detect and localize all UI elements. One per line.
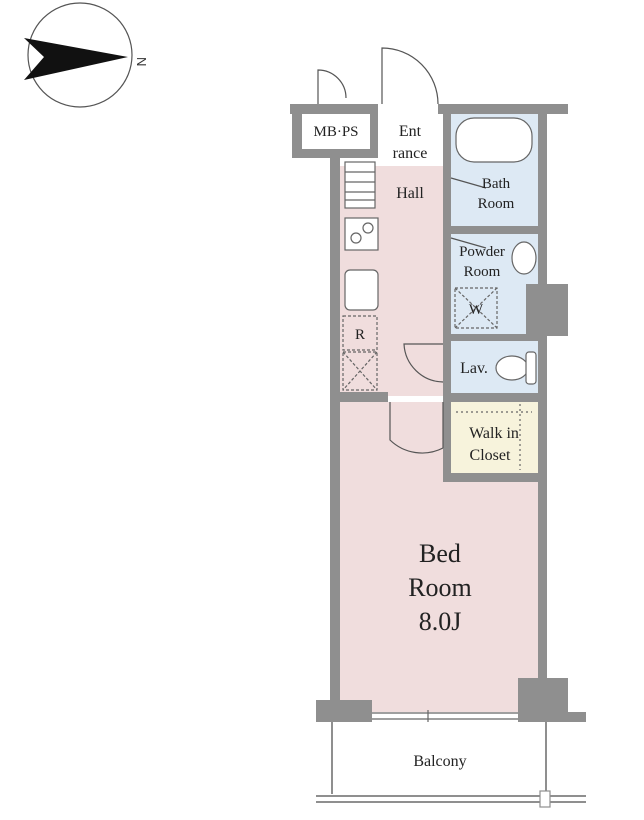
entrance-label-1: Ent	[399, 123, 422, 140]
wall-left	[330, 150, 340, 718]
entrance-door	[381, 47, 439, 105]
bath-door	[450, 177, 487, 189]
bathtub-icon	[455, 117, 533, 163]
lav-door	[403, 343, 444, 383]
wall-bath-bottom	[443, 226, 547, 234]
wall-lav-bottom	[443, 393, 547, 402]
wall-right	[538, 104, 547, 718]
storage-diag-2	[342, 351, 378, 391]
north-arrow-icon	[24, 38, 128, 80]
wall-mbps-right	[370, 104, 378, 158]
powder-label-2: Room	[464, 264, 501, 280]
column-bottom-right	[518, 678, 568, 722]
bed-room-size: 8.0J	[419, 607, 462, 636]
wall-mbps-left	[292, 104, 302, 154]
bedroom-door	[389, 402, 444, 454]
burner-2-icon	[362, 222, 374, 234]
doors	[317, 47, 487, 454]
room-labels: MB·PS Ent rance Hall Bath Room Powder Ro…	[313, 123, 518, 770]
mb-ps-label: MB·PS	[313, 124, 358, 140]
windows	[372, 710, 518, 722]
mbps-door	[317, 69, 347, 104]
fridge-icon	[342, 315, 378, 351]
lav-label: Lav.	[460, 360, 488, 377]
toilet-bowl-icon	[495, 355, 529, 381]
wall-bottom-right	[560, 712, 586, 722]
compass: N	[24, 2, 149, 108]
wall-wet-core	[443, 110, 451, 482]
sink-icon	[511, 241, 537, 275]
fixtures	[342, 117, 537, 470]
burner-1-icon	[350, 232, 362, 244]
mb-ps-floor	[302, 116, 370, 149]
bath-label-1: Bath	[482, 176, 511, 192]
wall-closet-bottom	[443, 473, 547, 482]
bath-label-2: Room	[478, 196, 515, 212]
walk-in-closet-label-2: Closet	[470, 447, 511, 464]
pipe-shaft	[526, 284, 568, 336]
column-bottom-left	[316, 700, 372, 722]
entrance-label-2: rance	[393, 145, 428, 162]
wall-powder-bottom	[443, 334, 547, 341]
powder-door	[450, 237, 487, 249]
storage-icon	[342, 351, 378, 391]
fridge-mark: R	[355, 327, 365, 343]
washer-pan-icon	[454, 287, 498, 329]
bed-room-label-2: Room	[408, 573, 472, 602]
balcony-drain	[539, 790, 551, 808]
wall-top	[290, 104, 376, 114]
washer-mark: W	[469, 302, 484, 318]
entrance-floor	[378, 114, 443, 166]
walls	[290, 104, 586, 722]
walk-in-closet-label-1: Walk in	[469, 425, 519, 442]
wall-bed-top-left	[330, 392, 388, 402]
floors	[302, 114, 540, 712]
hall-label: Hall	[396, 185, 424, 202]
north-label: N	[134, 57, 149, 66]
wall-top-right	[438, 104, 568, 114]
walk-in-closet-floor	[451, 402, 538, 473]
shoe-cabinet-icon	[344, 161, 376, 209]
balcony-label: Balcony	[413, 753, 466, 770]
stove-icon	[344, 217, 379, 251]
kitchen-sink-icon	[344, 269, 379, 311]
balcony	[316, 722, 586, 808]
bed-room-label-1: Bed	[419, 539, 461, 568]
toilet-tank-icon	[525, 351, 537, 385]
powder-label-1: Powder	[459, 244, 505, 260]
